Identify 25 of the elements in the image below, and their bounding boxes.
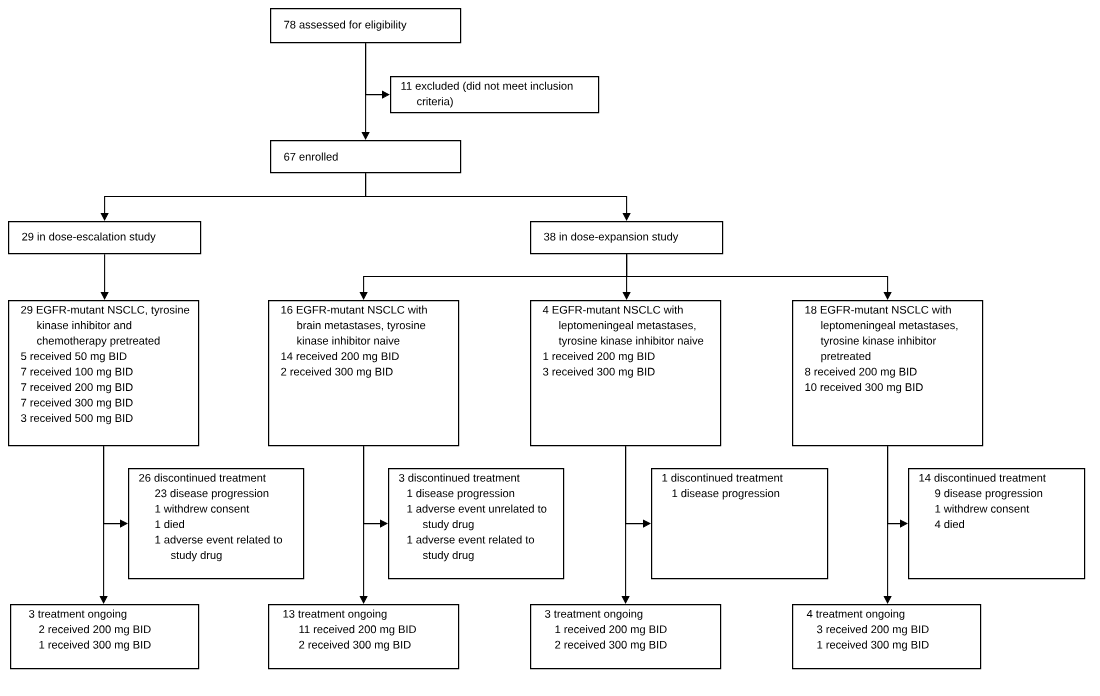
flow-box: 13 treatment ongoing 11 received 200 mg BID 2 received 300 mg BID: [268, 604, 460, 670]
flow-box: 3 treatment ongoing 2 received 200 mg BID 1 received 300 mg BID: [10, 604, 200, 670]
flow-box: 26 discontinued treatment 23 disease progression 1 withdrew consent 1 died 1 adverse event related to study drug: [128, 468, 305, 580]
flow-box: 38 in dose-expansion study: [530, 221, 724, 255]
flow-box: 3 treatment ongoing 1 received 200 mg BID 2 received 300 mg BID: [530, 604, 722, 670]
flow-box: 4 treatment ongoing 3 received 200 mg BID 1 received 300 mg BID: [792, 604, 982, 670]
flow-box: 29 in dose-escalation study: [8, 221, 202, 255]
arrow: [361, 42, 370, 140]
flow-box: 78 assessed for eligibility: [270, 8, 462, 44]
flow-box: 67 enrolled: [270, 140, 462, 174]
arrow: [359, 445, 368, 604]
arrow: [99, 445, 108, 604]
flow-box: 18 EGFR-mutant NSCLC with leptomeningeal metastases, tyrosine kinase inhibitor pretreated 8 received 200 mg BID 10 received 300 mg BID: [792, 300, 984, 447]
flow-box: 11 excluded (did not meet inclusion criteria): [390, 76, 600, 114]
flow-box: 3 discontinued treatment 1 disease progression 1 adverse event unrelated to study drug 1 adverse event related to study drug: [388, 468, 565, 580]
flow-box: 14 discontinued treatment 9 disease progression 1 withdrew consent 4 died: [908, 468, 1086, 580]
flow-box: 16 EGFR-mutant NSCLC with brain metastases, tyrosine kinase inhibitor naive 14 received 200 mg BID 2 received 300 mg BID: [268, 300, 460, 447]
arrow: [621, 445, 630, 604]
arrow: [626, 253, 892, 300]
arrow: [365, 172, 631, 221]
arrow: [100, 253, 109, 300]
flow-box: 1 discontinued treatment 1 disease progression: [651, 468, 829, 580]
flow-box: 4 EGFR-mutant NSCLC with leptomeningeal metastases, tyrosine kinase inhibitor naive 1 received 200 mg BID 3 received 300 mg BID: [530, 300, 722, 447]
arrow: [883, 445, 892, 604]
flow-box: 29 EGFR-mutant NSCLC, tyrosine kinase inhibitor and chemotherapy pretreated 5 received 50 mg BID 7 received 100 mg BID 7 received 200 mg BID 7 received 300 mg BID 3 received 500 mg BID: [8, 300, 200, 447]
